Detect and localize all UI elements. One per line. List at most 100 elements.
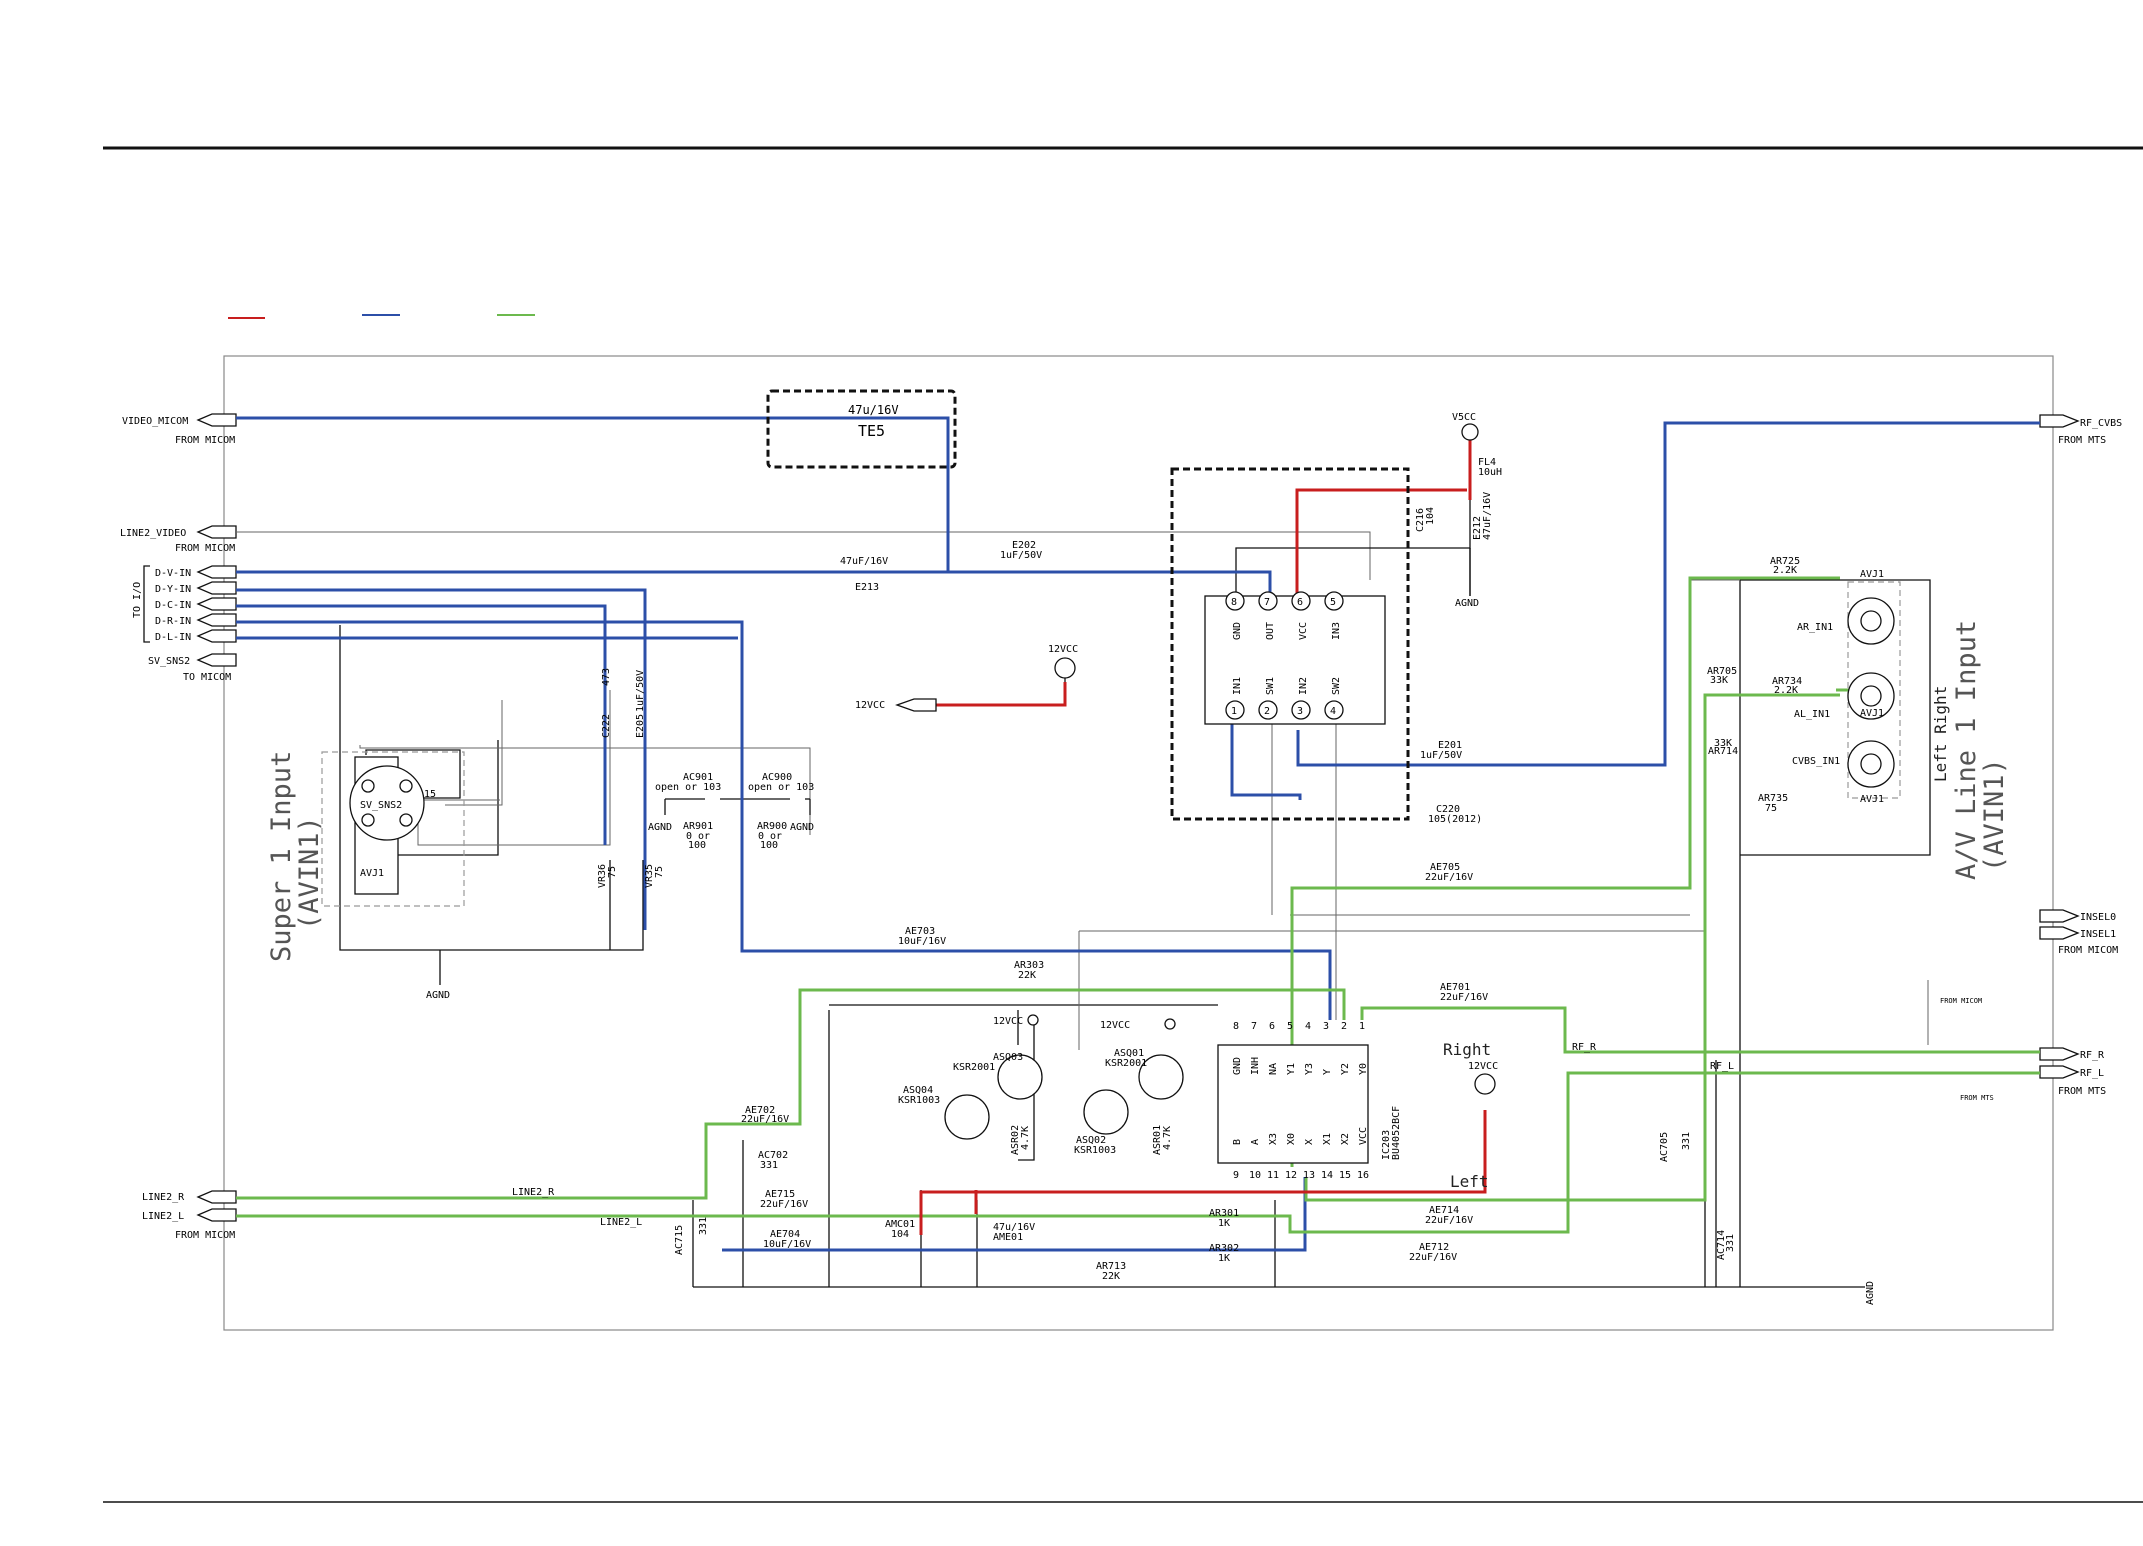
ame01-name: AME01 (993, 1232, 1023, 1243)
ar303-name: AR303 (1014, 960, 1044, 971)
c220-name: C220 (1436, 804, 1460, 815)
ar734-value: 2.2K (1774, 685, 1798, 696)
amc01-value: 104 (891, 1229, 909, 1240)
asq03-name: ASQ03 (993, 1052, 1023, 1063)
left-ports: VIDEO_MICOM FROM MICOM LINE2_VIDEO FROM … (120, 413, 237, 1241)
ac900-value: open or 103 (748, 782, 814, 793)
asr02-name: ASR02 (1010, 1125, 1021, 1155)
ac900-name: AC900 (762, 772, 792, 783)
ar705-value: 33K (1710, 675, 1728, 686)
ae712-value: 22uF/16V (1409, 1252, 1457, 1263)
port-line2-video (196, 525, 237, 539)
v5cc-terminal (1461, 423, 1479, 441)
ar900-value: 0 or (758, 831, 782, 842)
svg-text:X3: X3 (1268, 1133, 1279, 1145)
ar735-value: 75 (1765, 803, 1777, 814)
asq01-part: KSR2001 (1105, 1058, 1147, 1069)
ae705-name: AE705 (1430, 862, 1460, 873)
ae702-value: 22uF/16V (741, 1114, 789, 1125)
label-d-r-in: D-R-IN (155, 616, 191, 627)
vr35-value: 75 (654, 866, 665, 878)
svg-text:VCC: VCC (1358, 1127, 1369, 1145)
video-switch-ic-box (1170, 467, 1410, 821)
sv-sns2-label: SV_SNS2 (360, 800, 402, 811)
svg-text:9: 9 (1233, 1170, 1239, 1181)
asq04-transistor (944, 1094, 990, 1140)
svg-text:5: 5 (1330, 597, 1336, 608)
ar714-value: 33K (1714, 738, 1732, 749)
e205-value: 1uF/50V (635, 670, 646, 712)
svg-text:NA: NA (1268, 1063, 1279, 1075)
label-insel0: INSEL0 (2080, 912, 2116, 923)
audio-switch-section: IC203 BU4052BCF 8 7 6 5 4 3 2 1 GND INH … (674, 1014, 1876, 1305)
svg-text:Y2: Y2 (1340, 1063, 1351, 1075)
svg-text:3: 3 (1297, 706, 1303, 717)
label-from-micom-2: FROM MICOM (175, 543, 235, 554)
super1-section: Super 1 Input (AVIN1) SV_SNS2 AVJ1 15 C2… (266, 668, 814, 1001)
ar302-value: 1K (1218, 1253, 1230, 1264)
ae705-value: 22uF/16V (1425, 872, 1473, 883)
ac714-value: 331 (1725, 1234, 1736, 1252)
c216-value: 104 (1425, 507, 1436, 525)
vcc12-label-audio: 12VCC (1468, 1061, 1498, 1072)
mid-labels: AE703 10uF/16V AR303 22K AE705 22uF/16V … (512, 862, 1734, 1228)
svg-text:X0: X0 (1286, 1133, 1297, 1145)
av1-section: A/V Line 1 Input (AVIN1) Left Right AVJ1… (1707, 556, 2010, 880)
label-from-micom-r: FROM MICOM (2058, 945, 2118, 956)
svg-text:A: A (1250, 1139, 1261, 1145)
ac901-value: open or 103 (655, 782, 721, 793)
svg-text:5: 5 (1287, 1021, 1293, 1032)
asr02-value: 4.7K (1020, 1126, 1031, 1150)
ae704-value: 10uF/16V (763, 1239, 811, 1250)
ac705-name: AC705 (1659, 1132, 1670, 1162)
cvbs-in1-label: CVBS_IN1 (1792, 756, 1840, 767)
svg-text:14: 14 (1321, 1170, 1333, 1181)
e201-value: 1uF/50V (1420, 750, 1462, 761)
svg-text:11: 11 (1267, 1170, 1279, 1181)
asq04-name: ASQ04 (903, 1085, 933, 1096)
svg-text:Y0: Y0 (1358, 1063, 1369, 1075)
c222-name: C222 (601, 714, 612, 738)
ame01-value: 47u/16V (993, 1222, 1035, 1233)
to-io-bracket (143, 565, 150, 643)
super1-title: Super 1 Input (266, 751, 297, 962)
svg-text:3: 3 (1323, 1021, 1329, 1032)
ae701-name: AE701 (1440, 982, 1470, 993)
ar725-value: 2.2K (1773, 565, 1797, 576)
port-video-micom (196, 413, 237, 427)
svg-text:X: X (1304, 1139, 1315, 1145)
svg-text:2: 2 (1341, 1021, 1347, 1032)
vr36-value: 75 (607, 866, 618, 878)
asq01-transistor (1138, 1054, 1184, 1100)
port-line2-r (196, 1190, 237, 1204)
ae714-name: AE714 (1429, 1205, 1459, 1216)
ar-in1-label: AR_IN1 (1797, 622, 1833, 633)
vcc12-label-top: 12VCC (1048, 644, 1078, 655)
svg-text:2: 2 (1264, 706, 1270, 717)
vcc12-terminal-audio (1474, 1073, 1496, 1095)
c220-value: 105(2012) (1428, 814, 1482, 825)
svg-text:6: 6 (1297, 597, 1303, 608)
vcc12-asq01: 12VCC (1100, 1020, 1130, 1031)
ae703-value: 10uF/16V (898, 936, 946, 947)
ar725-name: AR725 (1770, 556, 1800, 567)
label-line2-l: LINE2_L (142, 1211, 184, 1222)
ac901-name: AC901 (683, 772, 713, 783)
ac715-name: AC715 (674, 1225, 685, 1255)
traces-green (236, 576, 2040, 1234)
label-video-micom: VIDEO_MICOM (122, 416, 188, 427)
ac702-value: 331 (760, 1160, 778, 1171)
ar705-name: AR705 (1707, 666, 1737, 677)
av1-title: A/V Line 1 Input (1951, 620, 1982, 880)
av-jack-box (1847, 581, 1901, 799)
ic203-body (1217, 1044, 1369, 1164)
agnd-label-ac901: AGND (648, 822, 672, 833)
port-line2-l (196, 1208, 237, 1222)
port-insel1 (2039, 926, 2080, 940)
svg-text:Y: Y (1322, 1069, 1333, 1075)
svg-text:GND: GND (1232, 1057, 1243, 1075)
ae714-value: 22uF/16V (1425, 1215, 1473, 1226)
svg-text:4: 4 (1330, 706, 1336, 717)
svg-text:1: 1 (1359, 1021, 1365, 1032)
ar901-value2: 100 (688, 840, 706, 851)
